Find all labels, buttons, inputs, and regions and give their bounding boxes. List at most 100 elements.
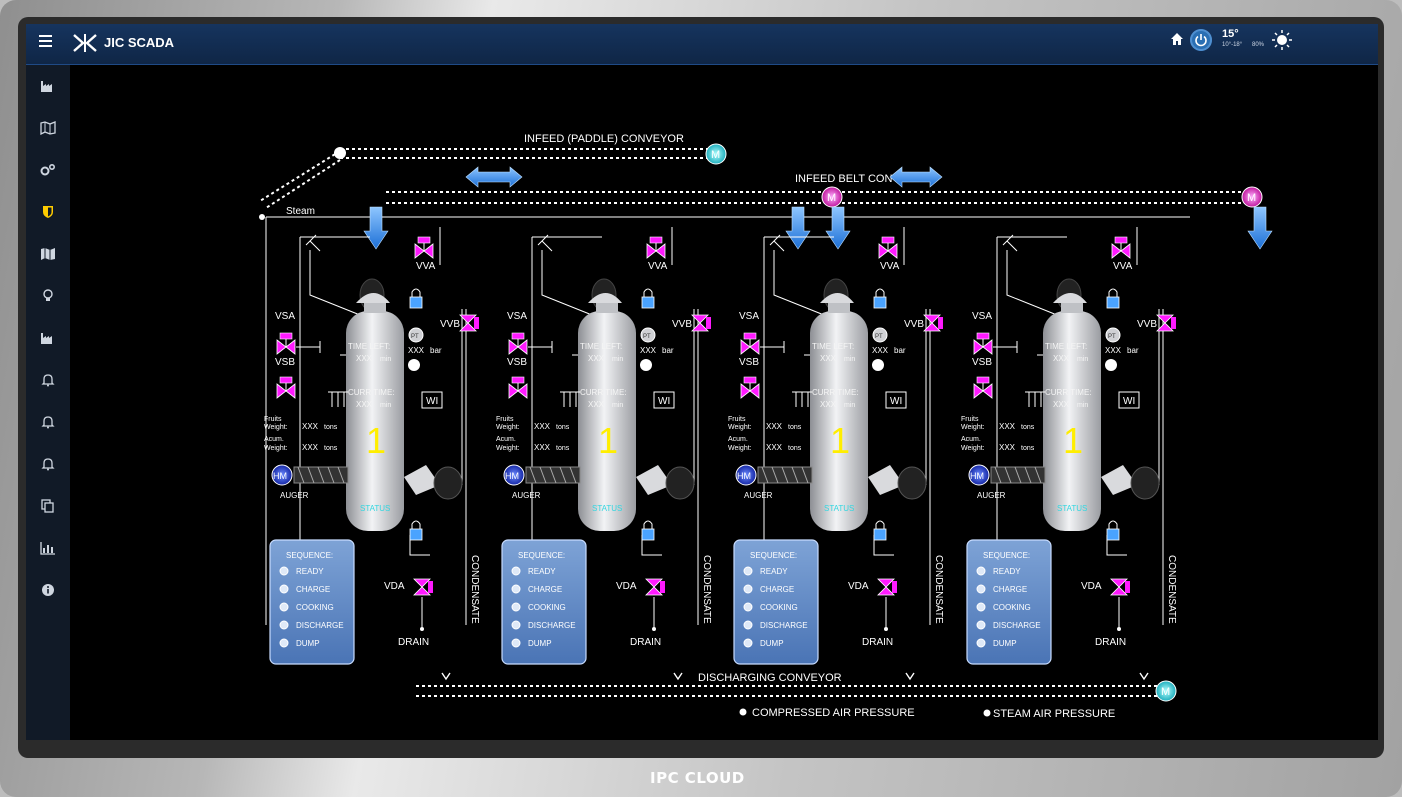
- vessel-dome: [820, 293, 854, 303]
- info-icon[interactable]: [39, 583, 57, 601]
- sequence-step-discharge[interactable]: DISCHARGE: [296, 621, 344, 630]
- vsb-valve[interactable]: [276, 376, 296, 399]
- hm-motor[interactable]: [503, 464, 525, 486]
- shield-icon[interactable]: [39, 205, 57, 223]
- sequence-step-dump[interactable]: DUMP: [528, 639, 552, 648]
- sequence-step-charge[interactable]: CHARGE: [528, 585, 562, 594]
- pressure-value: XXX: [1105, 346, 1122, 355]
- vda-valve[interactable]: [413, 578, 431, 596]
- lock-icon[interactable]: [873, 296, 887, 309]
- sequence-step-charge[interactable]: CHARGE: [993, 585, 1027, 594]
- gears-icon[interactable]: [39, 163, 57, 181]
- weight-indicator[interactable]: [421, 391, 443, 409]
- sequence-title: SEQUENCE:: [750, 551, 797, 560]
- weight-indicator[interactable]: [1118, 391, 1140, 409]
- vsb-valve[interactable]: [508, 376, 528, 399]
- auger-label: AUGER: [977, 491, 1006, 500]
- vsa-label: VSA: [739, 311, 759, 322]
- weight-indicator[interactable]: [885, 391, 907, 409]
- sequence-step-charge[interactable]: CHARGE: [760, 585, 794, 594]
- sequence-step-cooking[interactable]: COOKING: [296, 603, 334, 612]
- infeed-drop-arrows: [363, 206, 1273, 250]
- hm-motor[interactable]: [271, 464, 293, 486]
- hm-motor[interactable]: [735, 464, 757, 486]
- vessel-dome: [356, 293, 390, 303]
- steam-air-pressure-label: STEAM AIR PRESSURE: [993, 708, 1115, 720]
- lock-icon[interactable]: [1106, 528, 1120, 541]
- lock-icon[interactable]: [641, 528, 655, 541]
- weather-humidity: 80%: [1252, 42, 1265, 48]
- time-left-unit: min: [844, 356, 855, 363]
- pressure-transmitter[interactable]: [408, 327, 424, 343]
- lock-icon[interactable]: [641, 296, 655, 309]
- paddle-conveyor-motor[interactable]: [705, 143, 727, 165]
- sequence-step-ready[interactable]: READY: [760, 567, 788, 576]
- lock-icon[interactable]: [409, 296, 423, 309]
- factory-icon[interactable]: [39, 79, 57, 97]
- hm-motor[interactable]: [968, 464, 990, 486]
- map-folded-icon[interactable]: [39, 247, 57, 265]
- cooker-vessel[interactable]: [346, 311, 404, 531]
- pressure-transmitter[interactable]: [1105, 327, 1121, 343]
- bell-icon[interactable]: [39, 373, 57, 391]
- vva-valve[interactable]: [1111, 236, 1131, 259]
- curr-time-unit: min: [1077, 402, 1088, 409]
- fruits-label: Fruits: [264, 416, 282, 423]
- vsb-valve[interactable]: [740, 376, 760, 399]
- factory-icon-2[interactable]: [39, 331, 57, 349]
- sequence-step-ready[interactable]: READY: [296, 567, 324, 576]
- acum-weight-label: Weight:: [496, 445, 520, 452]
- discharging-conveyor-motor[interactable]: [1155, 680, 1177, 702]
- compressed-air-pressure-indicator: [739, 708, 747, 716]
- vsa-valve[interactable]: [973, 332, 993, 355]
- sequence-step-ready[interactable]: READY: [528, 567, 556, 576]
- home-icon[interactable]: [1170, 32, 1184, 46]
- vsa-valve[interactable]: [740, 332, 760, 355]
- cooker-vessel[interactable]: [810, 311, 868, 531]
- sequence-step-dump[interactable]: DUMP: [993, 639, 1017, 648]
- vsa-valve[interactable]: [508, 332, 528, 355]
- lock-icon[interactable]: [873, 528, 887, 541]
- vva-valve[interactable]: [878, 236, 898, 259]
- sequence-step-discharge[interactable]: DISCHARGE: [760, 621, 808, 630]
- weight-indicator[interactable]: [653, 391, 675, 409]
- vda-valve[interactable]: [645, 578, 663, 596]
- pressure-transmitter[interactable]: [872, 327, 888, 343]
- sequence-step-discharge[interactable]: DISCHARGE: [528, 621, 576, 630]
- sequence-step-cooking[interactable]: COOKING: [528, 603, 566, 612]
- bell-icon-2[interactable]: [39, 415, 57, 433]
- map-icon[interactable]: [39, 121, 57, 139]
- infeed-belt-conveyor: [386, 191, 1260, 204]
- sequence-step-discharge[interactable]: DISCHARGE: [993, 621, 1041, 630]
- vva-label: VVA: [1113, 261, 1133, 272]
- sequence-step-dump[interactable]: DUMP: [760, 639, 784, 648]
- sequence-step-ready[interactable]: READY: [993, 567, 1021, 576]
- sequence-step-dump[interactable]: DUMP: [296, 639, 320, 648]
- vda-valve[interactable]: [1110, 578, 1128, 596]
- lock-icon[interactable]: [409, 528, 423, 541]
- hamburger-menu-icon[interactable]: [39, 35, 53, 47]
- vva-valve[interactable]: [414, 236, 434, 259]
- time-left-value: XXX: [588, 354, 605, 363]
- bar-chart-icon[interactable]: [39, 541, 57, 559]
- copy-icon[interactable]: [39, 499, 57, 517]
- power-button[interactable]: [1190, 29, 1212, 51]
- drain-label: DRAIN: [630, 637, 661, 648]
- sequence-step-cooking[interactable]: COOKING: [760, 603, 798, 612]
- sequence-step-cooking[interactable]: COOKING: [993, 603, 1031, 612]
- cooker-vessel[interactable]: [578, 311, 636, 531]
- vda-valve[interactable]: [877, 578, 895, 596]
- cooker-vessel[interactable]: [1043, 311, 1101, 531]
- vsa-valve[interactable]: [276, 332, 296, 355]
- pressure-transmitter[interactable]: [640, 327, 656, 343]
- belt-conveyor-motor-2[interactable]: [1241, 186, 1263, 208]
- lock-icon[interactable]: [1106, 296, 1120, 309]
- condensate-label: CONDENSATE: [701, 555, 712, 624]
- vsb-valve[interactable]: [973, 376, 993, 399]
- lightbulb-icon[interactable]: [39, 289, 57, 307]
- bell-icon-3[interactable]: [39, 457, 57, 475]
- sequence-step-charge[interactable]: CHARGE: [296, 585, 330, 594]
- vva-valve[interactable]: [646, 236, 666, 259]
